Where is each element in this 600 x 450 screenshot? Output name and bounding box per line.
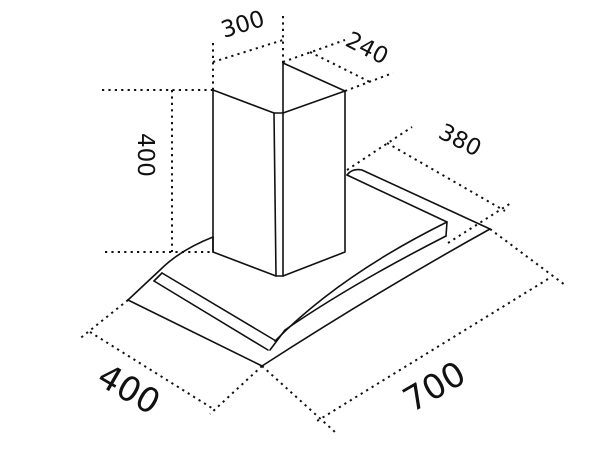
dim-hood-width: 700 [397, 354, 473, 421]
hood-bottom-right-edge [261, 228, 491, 367]
hood-left-lip-lower [153, 280, 269, 351]
chimney [212, 62, 346, 277]
chimney-right-face [282, 90, 346, 277]
dim-chimney-depth: 240 [341, 27, 392, 70]
dim-chimney-width: 300 [218, 6, 268, 44]
dim-chimney-height: 400 [132, 133, 158, 177]
chimney-corner-strip [273, 112, 284, 277]
hood-inner-top-edge [346, 174, 448, 237]
hood-canopy [127, 168, 491, 367]
hood-lip-cap [153, 272, 163, 282]
dim-hood-top-depth: 380 [434, 119, 485, 162]
hood-left-slope [127, 236, 214, 301]
hood-front-lip-right-lower [269, 235, 447, 351]
dimension-lines [77, 12, 566, 433]
chimney-left-face [212, 89, 277, 277]
hood-top-right-edge [346, 168, 491, 230]
hood-bottom-left-edge [127, 299, 263, 367]
hood-left-lip-upper [161, 272, 277, 342]
chimney-back-edge [282, 62, 346, 114]
dim-hood-depth: 400 [91, 356, 167, 423]
